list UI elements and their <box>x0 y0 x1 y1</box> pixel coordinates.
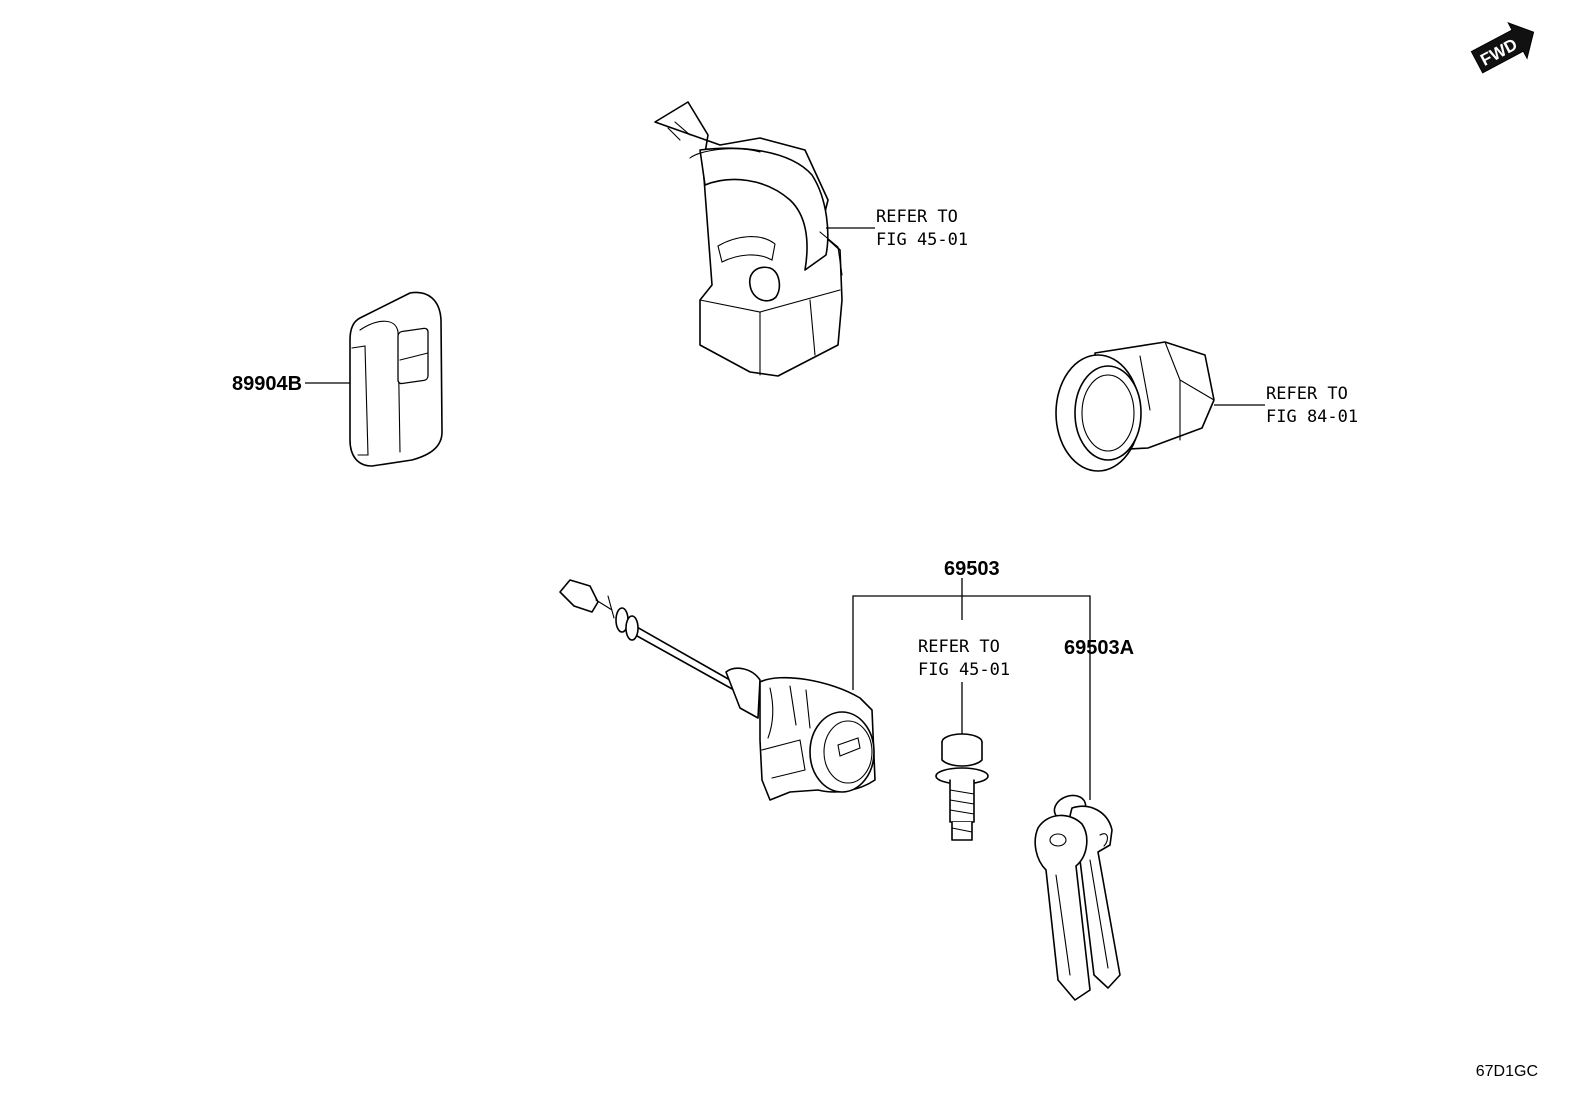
bolt-icon <box>935 733 989 841</box>
ref-mid-line2: FIG 45-01 <box>918 660 1010 680</box>
steering-lock-housing-icon <box>654 101 843 377</box>
ref-right-line2: FIG 84-01 <box>1266 407 1358 427</box>
keys-icon <box>1034 794 1121 1001</box>
key-fob-icon <box>349 291 443 467</box>
part-69503A-label: 69503A <box>1064 637 1134 659</box>
fwd-arrow-badge: FWD <box>1470 22 1535 74</box>
ref-mid-line1: REFER TO <box>918 637 1000 657</box>
bracket-69503 <box>852 595 1091 800</box>
ref-right-line1: REFER TO <box>1266 384 1348 404</box>
part-89904B-label: 89904B <box>232 373 302 395</box>
push-start-switch-icon <box>1055 341 1215 472</box>
ref-top-line2: FIG 45-01 <box>876 230 968 250</box>
part-69503-label: 69503 <box>944 558 1000 580</box>
door-lock-cylinder-icon <box>559 579 876 801</box>
ref-top-line1: REFER TO <box>876 207 958 227</box>
figure-code: 67D1GC <box>1476 1063 1538 1080</box>
